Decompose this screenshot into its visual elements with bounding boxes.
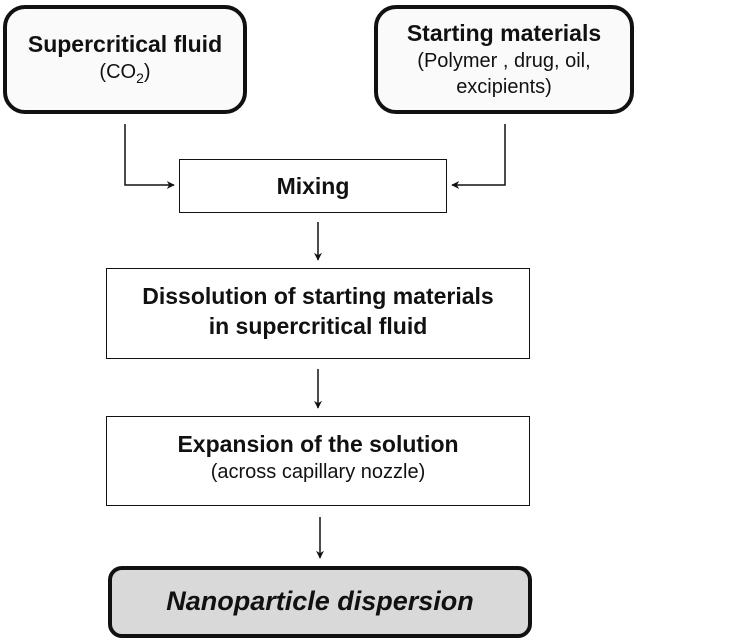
- arrow-scf-to-mixing: [124, 124, 175, 189]
- co2-label: (CO2): [7, 59, 243, 91]
- co2-subscript: 2: [136, 70, 144, 86]
- supercritical-fluid-title: Supercritical fluid: [27, 31, 223, 57]
- nanoparticle-dispersion-box: Nanoparticle dispersion: [108, 566, 532, 638]
- co2-prefix: (CO: [99, 61, 137, 83]
- dissolution-line2: in supercritical fluid: [208, 313, 428, 339]
- dissolution-line1: Dissolution of starting materials: [142, 283, 494, 309]
- nanoparticle-dispersion-title: Nanoparticle dispersion: [166, 586, 474, 616]
- mixing-title: Mixing: [276, 173, 350, 199]
- starting-materials-box: Starting materials (Polymer , drug, oil,…: [374, 5, 634, 114]
- expansion-title: Expansion of the solution: [177, 431, 459, 457]
- starting-materials-title: Starting materials: [406, 20, 602, 46]
- dissolution-box: Dissolution of starting materials in sup…: [106, 268, 530, 359]
- supercritical-fluid-box: Supercritical fluid (CO2): [3, 5, 247, 114]
- mixing-box: Mixing: [179, 159, 447, 213]
- starting-materials-line2: excipients): [456, 76, 552, 98]
- expansion-box: Expansion of the solution (across capill…: [106, 416, 530, 506]
- arrow-starting-to-mixing: [451, 124, 506, 189]
- co2-suffix: ): [143, 61, 151, 83]
- expansion-sub: (across capillary nozzle): [210, 461, 426, 483]
- starting-materials-line1: (Polymer , drug, oil,: [417, 50, 591, 72]
